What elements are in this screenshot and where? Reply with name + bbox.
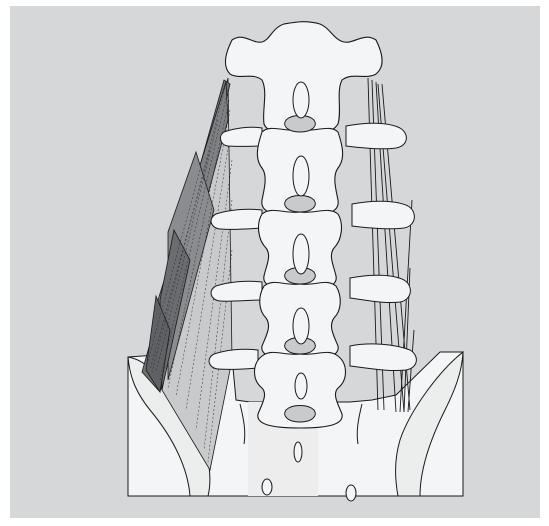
lumbar-spine-illustration — [0, 0, 549, 526]
illustration-frame — [0, 0, 549, 526]
